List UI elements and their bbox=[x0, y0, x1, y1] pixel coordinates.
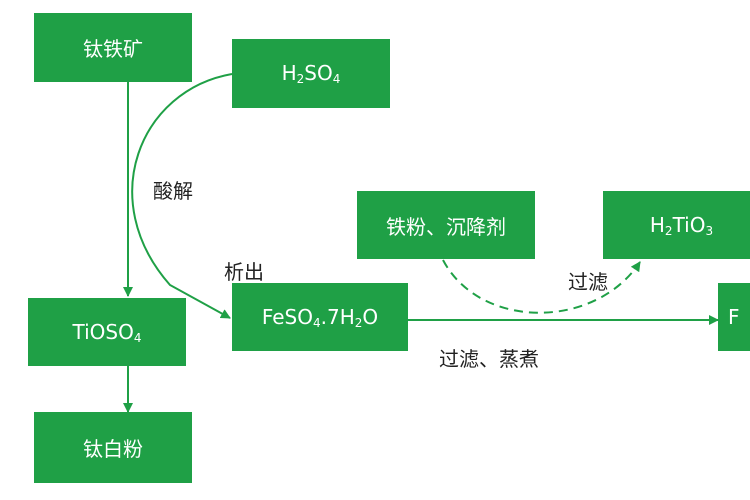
node-h2tio3: H2TiO3 bbox=[603, 191, 750, 259]
node-ilmenite-label: 钛铁矿 bbox=[83, 37, 143, 61]
node-titanium-white-label: 钛白粉 bbox=[83, 437, 143, 461]
node-titanium-white: 钛白粉 bbox=[34, 412, 192, 483]
node-feso4-label: FeSO4.7H2O bbox=[261, 304, 379, 330]
label-precipitate: 析出 bbox=[224, 260, 264, 284]
label-filter-evaporate: 过滤、蒸煮 bbox=[439, 347, 539, 371]
node-tioso4: TiOSO4 bbox=[28, 298, 186, 366]
label-filter-top: 过滤 bbox=[568, 270, 608, 294]
node-right-edge: F bbox=[718, 283, 750, 351]
node-right-edge-label: F bbox=[728, 305, 740, 329]
node-h2tio3-label: H2TiO3 bbox=[649, 212, 714, 238]
node-iron-powder: 铁粉、沉降剂 bbox=[357, 191, 535, 259]
arrow-dashed-filter bbox=[442, 259, 641, 314]
node-h2so4-label: H2SO4 bbox=[281, 61, 341, 86]
node-h2so4: H2SO4 bbox=[232, 39, 390, 108]
node-iron-powder-label: 铁粉、沉降剂 bbox=[386, 214, 506, 239]
label-acid-hydrolysis: 酸解 bbox=[153, 179, 193, 203]
node-tioso4-label: TiOSO4 bbox=[72, 319, 142, 345]
arrow-h2so4-acid-curve bbox=[131, 73, 233, 319]
node-ilmenite: 钛铁矿 bbox=[34, 13, 192, 82]
node-feso4: FeSO4.7H2O bbox=[232, 283, 408, 351]
